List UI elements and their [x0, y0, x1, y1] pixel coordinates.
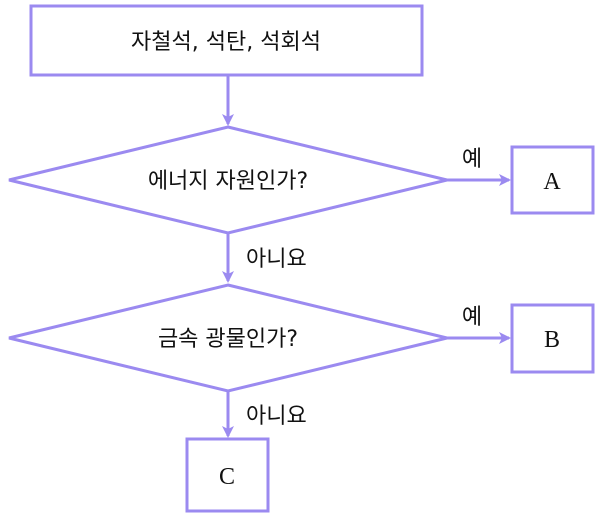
decision2-label: 금속 광물인가?	[158, 327, 298, 352]
edge-label-yes-1: 예	[462, 147, 482, 172]
edge-label-no-1: 아니요	[246, 247, 307, 272]
edge-label-no-2: 아니요	[246, 404, 307, 429]
result-box-c	[185, 437, 270, 513]
result-box-a-label: A	[543, 169, 561, 195]
start-box-label: 자철석, 석탄, 석회석	[131, 30, 321, 55]
start-box	[29, 4, 424, 77]
result-box-b-label: B	[544, 327, 560, 353]
decision1-label: 에너지 자원인가?	[148, 169, 308, 194]
result-box-a	[510, 145, 595, 215]
edge-label-yes-2: 예	[462, 305, 482, 330]
result-box-b	[510, 303, 595, 374]
result-box-c-label: C	[219, 464, 235, 490]
